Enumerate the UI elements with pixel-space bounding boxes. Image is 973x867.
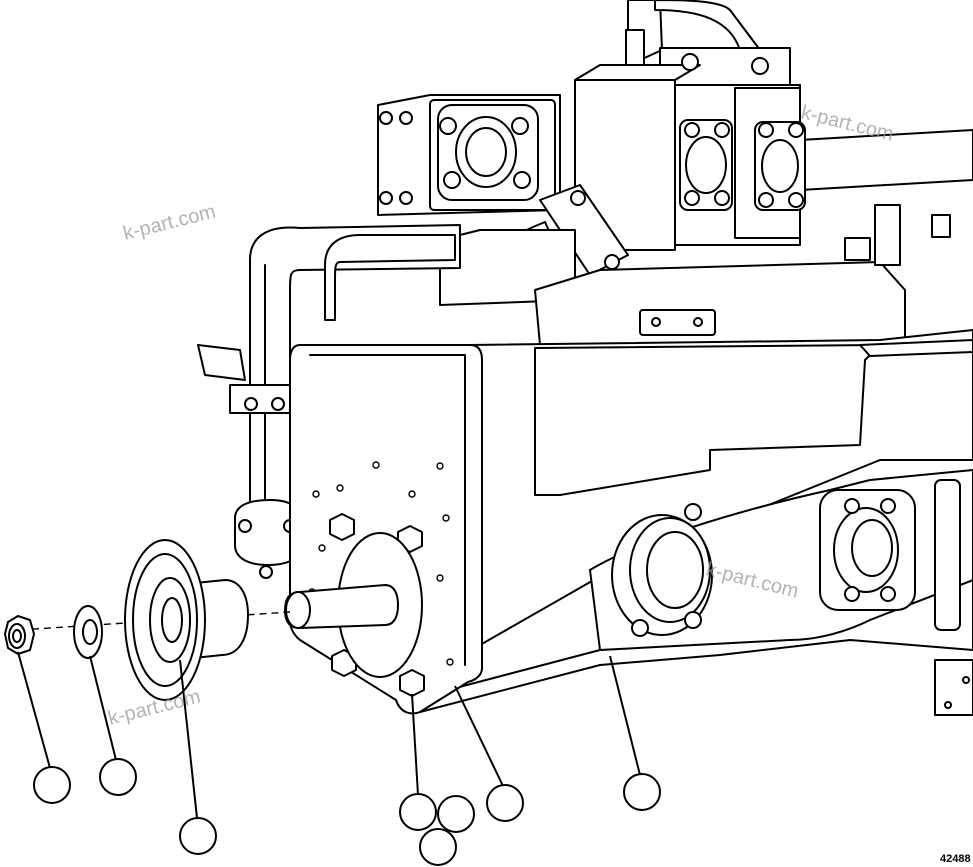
callout-mount-plate bbox=[486, 784, 524, 822]
mounting-plate bbox=[284, 344, 483, 715]
exploded-parts bbox=[4, 539, 291, 701]
callout-frame bbox=[623, 773, 661, 811]
hydraulic-valve-assembly bbox=[377, 0, 973, 346]
drawing-number: 42488 bbox=[940, 853, 971, 865]
frame-beam bbox=[409, 329, 973, 716]
callout-bolt-c bbox=[419, 828, 457, 866]
hub-flange bbox=[124, 539, 249, 701]
watermark-text: k-part.com bbox=[121, 201, 218, 245]
callout-bolt-b bbox=[437, 795, 475, 833]
callout-nut bbox=[33, 766, 71, 804]
hex-nut bbox=[4, 615, 35, 655]
callout-bolt-a bbox=[399, 793, 437, 831]
callout-group bbox=[17, 651, 661, 866]
hydraulic-tube bbox=[197, 224, 461, 579]
callout-hub-flange bbox=[179, 817, 217, 855]
washer bbox=[73, 605, 103, 659]
callout-washer bbox=[99, 758, 137, 796]
